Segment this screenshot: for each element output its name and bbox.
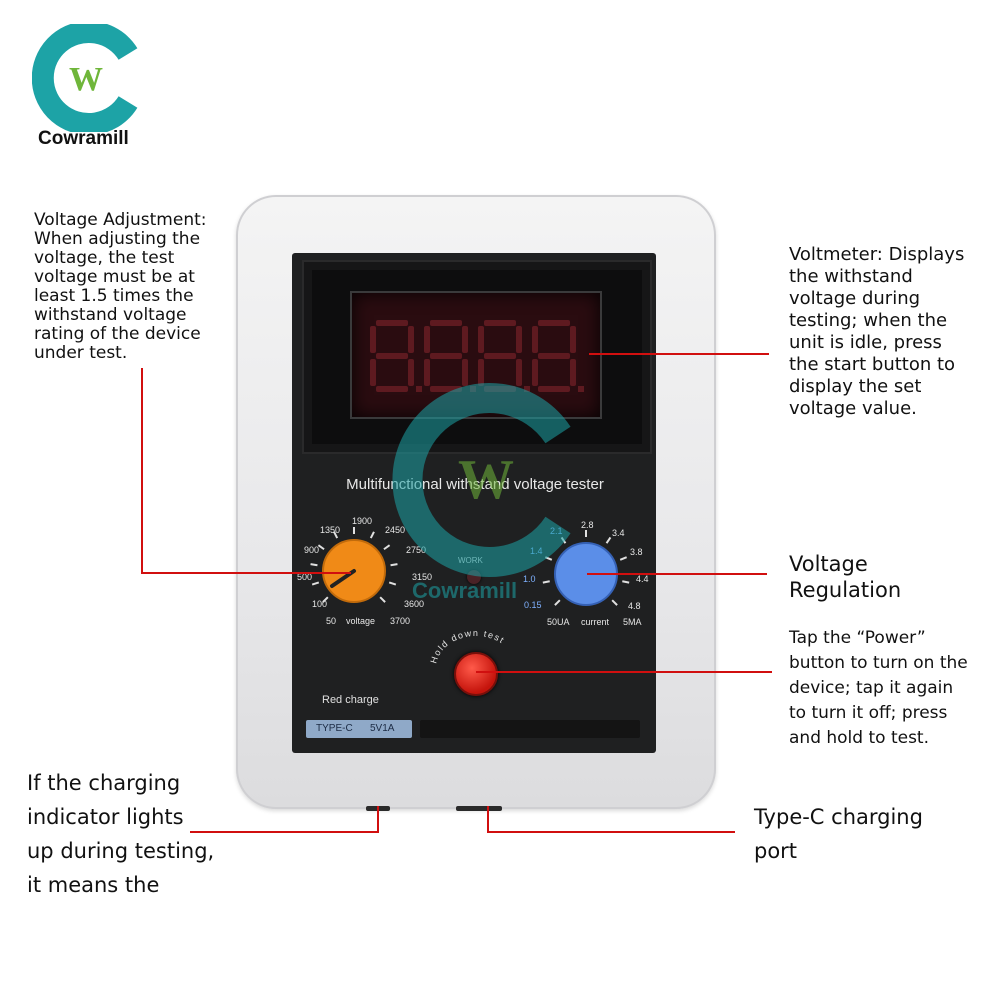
- current-scale-3-4: 3.4: [612, 528, 625, 538]
- voltage-scale-100: 100: [312, 599, 328, 609]
- voltage-scale-3150: 3150: [412, 572, 433, 582]
- voltage-dial-label: voltage: [346, 616, 376, 626]
- voltage-adjustment-note: Voltage Adjustment:When adjusting the vo…: [34, 210, 207, 363]
- watermark-logo: W: [392, 383, 571, 577]
- digit-segment: [532, 359, 538, 386]
- watermark-letter: W: [458, 449, 514, 511]
- voltage-scale-3700: 3700: [390, 616, 411, 626]
- dial-tick: [383, 544, 391, 551]
- current-scale-4-8: 4.8: [628, 601, 641, 611]
- digit-segment: [570, 326, 576, 353]
- typec-port: [456, 806, 502, 811]
- brand-logo: W: [32, 24, 138, 132]
- callout-line-regulation: [587, 573, 767, 575]
- red-charge-label: Red charge: [322, 694, 379, 706]
- digit-decimal-point: [524, 386, 530, 392]
- digit-segment: [370, 359, 376, 386]
- callout-line-voltmeter: [589, 353, 769, 355]
- callout-line-voltage-adj-h: [141, 572, 351, 574]
- dial-tick: [333, 531, 339, 539]
- digit-segment: [462, 326, 468, 353]
- digit-segment: [484, 353, 516, 359]
- voltage-scale-1900: 1900: [352, 516, 373, 526]
- digit-segment: [408, 359, 414, 386]
- current-max-label: 5MA: [623, 617, 642, 627]
- digit-segment: [424, 326, 430, 353]
- typec-label-bar: TYPE-C 5V1A: [306, 720, 412, 738]
- brand-logo-letter: W: [69, 61, 103, 98]
- digit-segment: [538, 353, 570, 359]
- callout-line-port-v: [487, 806, 489, 832]
- current-scale-4-4: 4.4: [636, 574, 649, 584]
- digit-segment: [532, 326, 538, 353]
- dial-tick: [605, 536, 612, 544]
- digit-segment: [370, 326, 376, 353]
- dial-tick: [311, 581, 320, 586]
- dial-tick: [554, 599, 561, 606]
- digit-segment: [408, 326, 414, 353]
- voltage-scale-2750: 2750: [406, 545, 427, 555]
- typec-label: TYPE-C: [316, 723, 353, 734]
- power-rating-label: 5V1A: [370, 723, 395, 734]
- digit-segment: [376, 320, 408, 326]
- current-min-label: 50UA: [547, 617, 570, 627]
- digit-segment: [376, 386, 408, 392]
- voltage-dial: [310, 527, 398, 603]
- dial-tick: [310, 563, 318, 567]
- digit-segment: [424, 359, 430, 386]
- dial-tick: [622, 580, 630, 584]
- current-dial-label: current: [581, 617, 610, 627]
- voltage-scale-2450: 2450: [385, 525, 406, 535]
- dial-tick: [542, 580, 550, 584]
- dial-tick: [390, 563, 398, 567]
- current-knob[interactable]: [555, 543, 617, 605]
- dial-tick: [611, 599, 618, 606]
- digit-segment: [516, 326, 522, 353]
- dial-tick: [379, 596, 386, 603]
- digit-segment: [430, 320, 462, 326]
- callout-line-voltage-adj-v: [141, 368, 143, 573]
- label-strip: [420, 720, 640, 738]
- current-scale-0-15: 0.15: [524, 600, 542, 610]
- digit-segment: [376, 353, 408, 359]
- current-scale-3-8: 3.8: [630, 547, 643, 557]
- callout-line-charge-v: [377, 806, 379, 832]
- voltage-scale-3600: 3600: [404, 599, 425, 609]
- digit-segment: [516, 359, 522, 386]
- callout-line-charge-h: [190, 831, 379, 833]
- digit-decimal-point: [416, 386, 422, 392]
- digit-segment: [484, 320, 516, 326]
- current-dial: [542, 530, 630, 606]
- dial-tick: [388, 581, 397, 586]
- voltage-scale-50: 50: [326, 616, 337, 626]
- dial-tick: [619, 556, 628, 561]
- dial-tick: [317, 544, 325, 551]
- watermark-text: Cowramill: [412, 578, 518, 603]
- digit-segment: [478, 359, 484, 386]
- dial-tick: [322, 596, 329, 603]
- digit-segment: [462, 359, 468, 386]
- current-scale-1-0: 1.0: [523, 574, 536, 584]
- brand-name: Cowramill: [38, 128, 129, 149]
- current-scale-2-8: 2.8: [581, 520, 594, 530]
- digit-segment: [538, 386, 570, 392]
- digit-segment: [430, 353, 462, 359]
- dial-tick: [369, 531, 375, 539]
- power-test-button[interactable]: [454, 652, 498, 696]
- digit-segment: [478, 326, 484, 353]
- digit-decimal-point: [578, 386, 584, 392]
- callout-line-power: [476, 671, 772, 673]
- callout-line-port-h: [487, 831, 735, 833]
- voltage-scale-1350: 1350: [320, 525, 341, 535]
- digit-segment: [570, 359, 576, 386]
- voltage-scale-500: 500: [297, 572, 313, 582]
- power-button-note: Tap the “Power”button to turn on the dev…: [789, 628, 968, 748]
- digit-segment: [538, 320, 570, 326]
- voltage-scale-900: 900: [304, 545, 320, 555]
